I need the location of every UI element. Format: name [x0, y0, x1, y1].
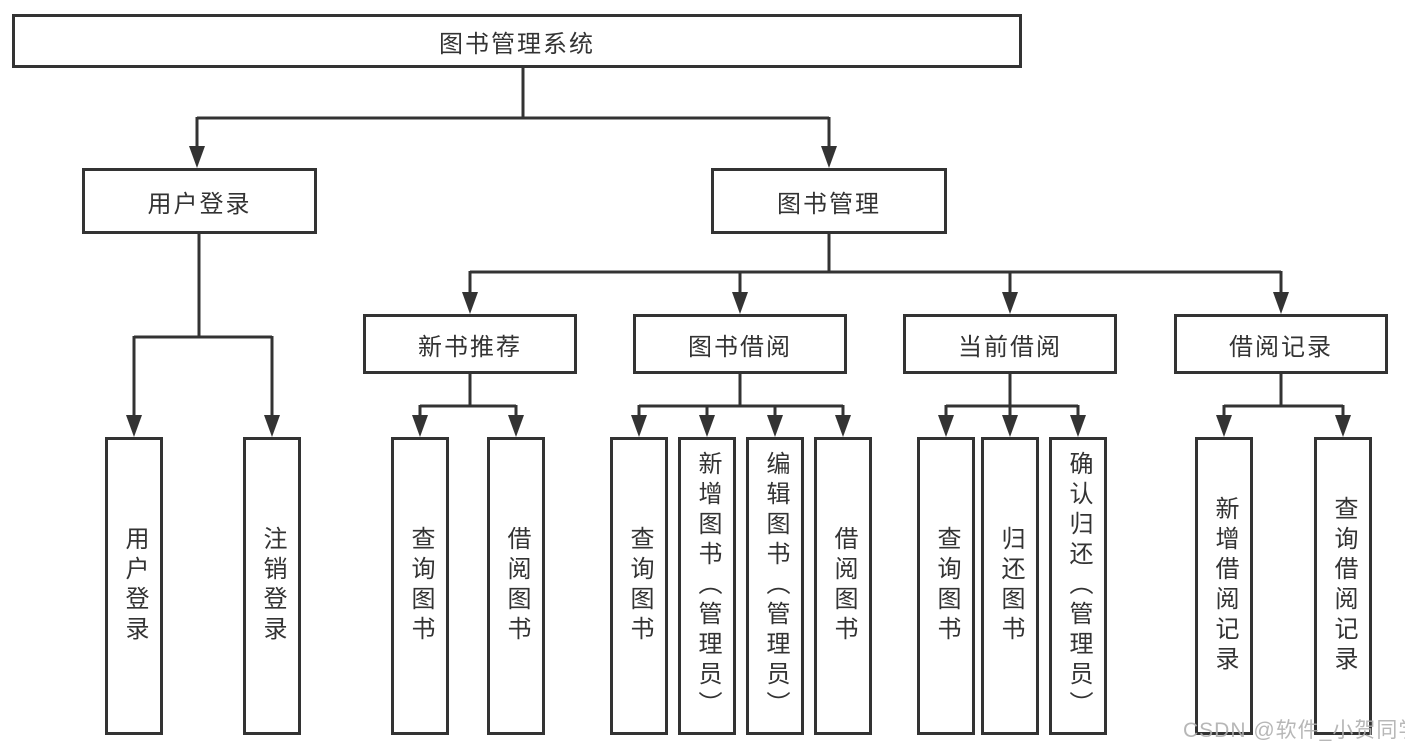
leaf-return-books: 归还图书	[981, 437, 1039, 735]
leaf-add-borrow-record: 新增借阅记录	[1195, 437, 1253, 735]
node-label: 新书推荐	[418, 333, 522, 361]
node-new-book-recommend: 新书推荐	[363, 314, 577, 374]
leaf-label: 查询图书	[626, 526, 653, 646]
leaf-user-login: 用户登录	[105, 437, 163, 735]
leaf-query-books-borrow: 查询图书	[610, 437, 668, 735]
leaf-label: 注销登录	[259, 526, 286, 646]
leaf-label: 新增借阅记录	[1211, 496, 1238, 676]
node-borrow-records: 借阅记录	[1174, 314, 1388, 374]
leaf-confirm-return-admin: 确认归还（管理员）	[1049, 437, 1107, 735]
node-label: 图书管理系统	[439, 30, 595, 58]
node-library-management-system: 图书管理系统	[12, 14, 1022, 68]
node-book-borrow: 图书借阅	[633, 314, 847, 374]
node-label: 图书管理	[777, 190, 881, 218]
leaf-label: 查询图书	[407, 526, 434, 646]
node-label: 图书借阅	[688, 333, 792, 361]
node-book-management: 图书管理	[711, 168, 947, 234]
node-user-login: 用户登录	[82, 168, 317, 234]
leaf-label: 编辑图书（管理员）	[762, 451, 789, 721]
leaf-label: 确认归还（管理员）	[1065, 451, 1092, 721]
leaf-label: 用户登录	[121, 526, 148, 646]
leaf-query-borrow-record: 查询借阅记录	[1314, 437, 1372, 735]
leaf-label: 新增图书（管理员）	[694, 451, 721, 721]
arrowhead-icons	[126, 146, 1351, 437]
leaf-label: 借阅图书	[503, 526, 530, 646]
node-label: 当前借阅	[958, 333, 1062, 361]
leaf-label: 归还图书	[997, 526, 1024, 646]
leaf-label: 借阅图书	[830, 526, 857, 646]
node-label: 用户登录	[147, 190, 252, 218]
leaf-edit-books-admin: 编辑图书（管理员）	[746, 437, 804, 735]
leaf-label: 查询借阅记录	[1330, 496, 1357, 676]
leaf-query-books-current: 查询图书	[917, 437, 975, 735]
leaf-logout: 注销登录	[243, 437, 301, 735]
node-current-borrow: 当前借阅	[903, 314, 1117, 374]
node-label: 借阅记录	[1229, 333, 1333, 361]
csdn-watermark: CSDN @软件_小贺同学	[1183, 719, 1405, 742]
leaf-borrow-books-recommend: 借阅图书	[487, 437, 545, 735]
leaf-add-books-admin: 新增图书（管理员）	[678, 437, 736, 735]
leaf-label: 查询图书	[933, 526, 960, 646]
leaf-borrow-books: 借阅图书	[814, 437, 872, 735]
leaf-query-books-recommend: 查询图书	[391, 437, 449, 735]
